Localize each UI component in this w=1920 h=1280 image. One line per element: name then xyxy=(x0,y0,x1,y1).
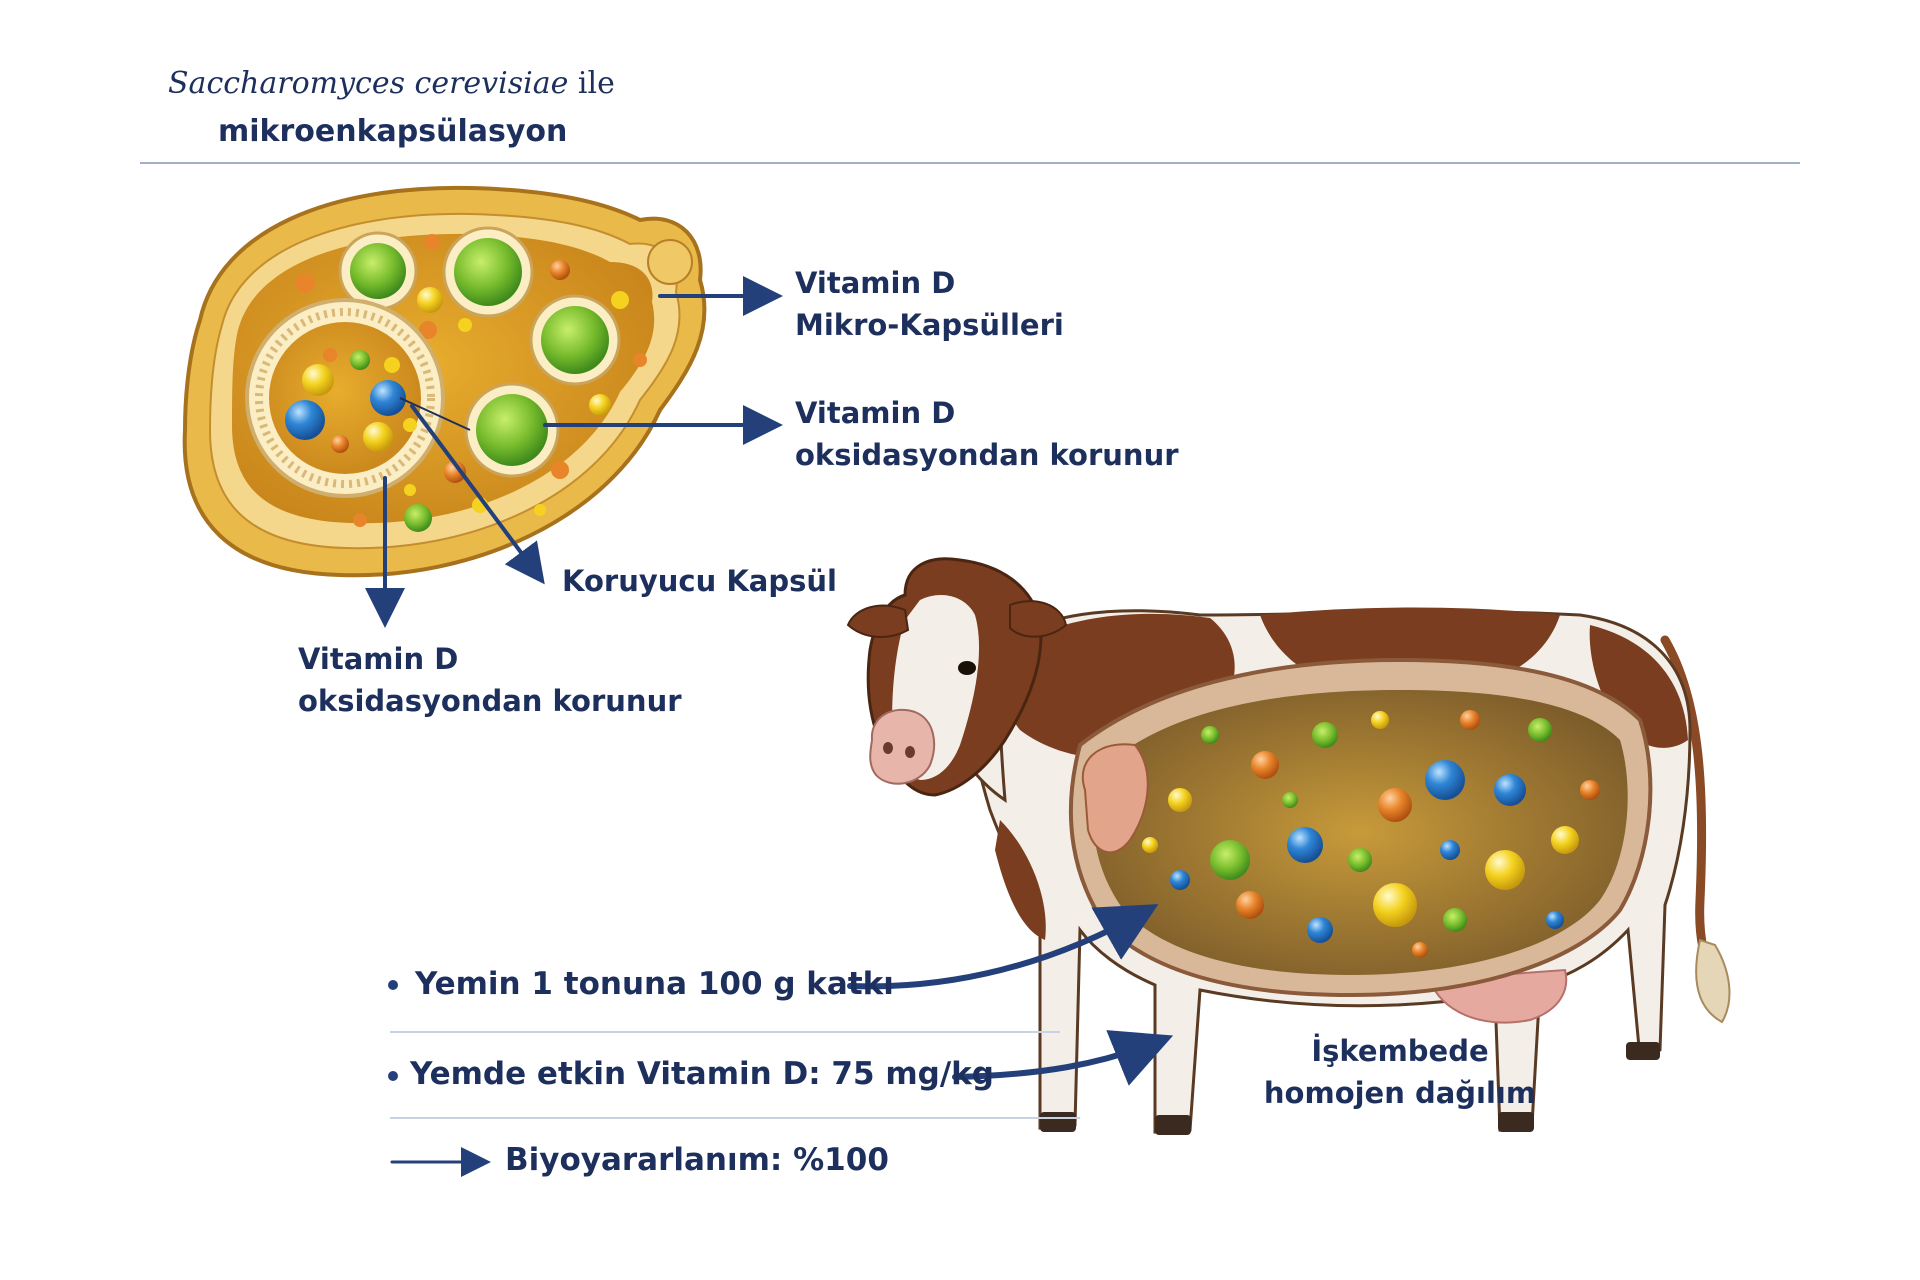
fact-bioavailability: Biyoyararlanım: %100 xyxy=(505,1138,889,1183)
label-protected-left-line1: Vitamin D xyxy=(298,638,682,680)
label-microcapsules: Vitamin D Mikro-Kapsülleri xyxy=(795,262,1064,346)
label-protected-right-line1: Vitamin D xyxy=(795,392,1179,434)
scientific-name: Saccharomyces cerevisiae xyxy=(168,66,568,101)
label-microcapsules-line1: Vitamin D xyxy=(795,262,1064,304)
title-connector: ile xyxy=(578,66,615,101)
label-microcapsules-line2: Mikro-Kapsülleri xyxy=(795,304,1064,346)
fact-vitamin-d-content: Yemde etkin Vitamin D: 75 mg/kg xyxy=(410,1052,994,1097)
label-protected-right-line2: oksidasyondan korunur xyxy=(795,434,1179,476)
page-title: Saccharomyces cerevisiae ile xyxy=(168,62,615,106)
label-protected-left-line2: oksidasyondan korunur xyxy=(298,680,682,722)
label-rumen-distribution: İşkembede homojen dağılım xyxy=(1255,1030,1545,1114)
fact-feed-dose: Yemin 1 tonuna 100 g katkı xyxy=(415,962,894,1007)
bullet-dot xyxy=(388,980,398,990)
label-rumen-line1: İşkembede xyxy=(1255,1030,1545,1072)
label-protected-left: Vitamin D oksidasyondan korunur xyxy=(298,638,682,722)
label-protected-right: Vitamin D oksidasyondan korunur xyxy=(795,392,1179,476)
bullet-dot xyxy=(388,1071,398,1081)
rumen-cutaway xyxy=(1071,660,1651,995)
page-subtitle: mikroenkapsülasyon xyxy=(218,110,567,154)
label-protective-capsule: Koruyucu Kapsül xyxy=(562,560,837,602)
yeast-cell-illustration xyxy=(185,188,705,575)
label-rumen-line2: homojen dağılım xyxy=(1255,1072,1545,1114)
